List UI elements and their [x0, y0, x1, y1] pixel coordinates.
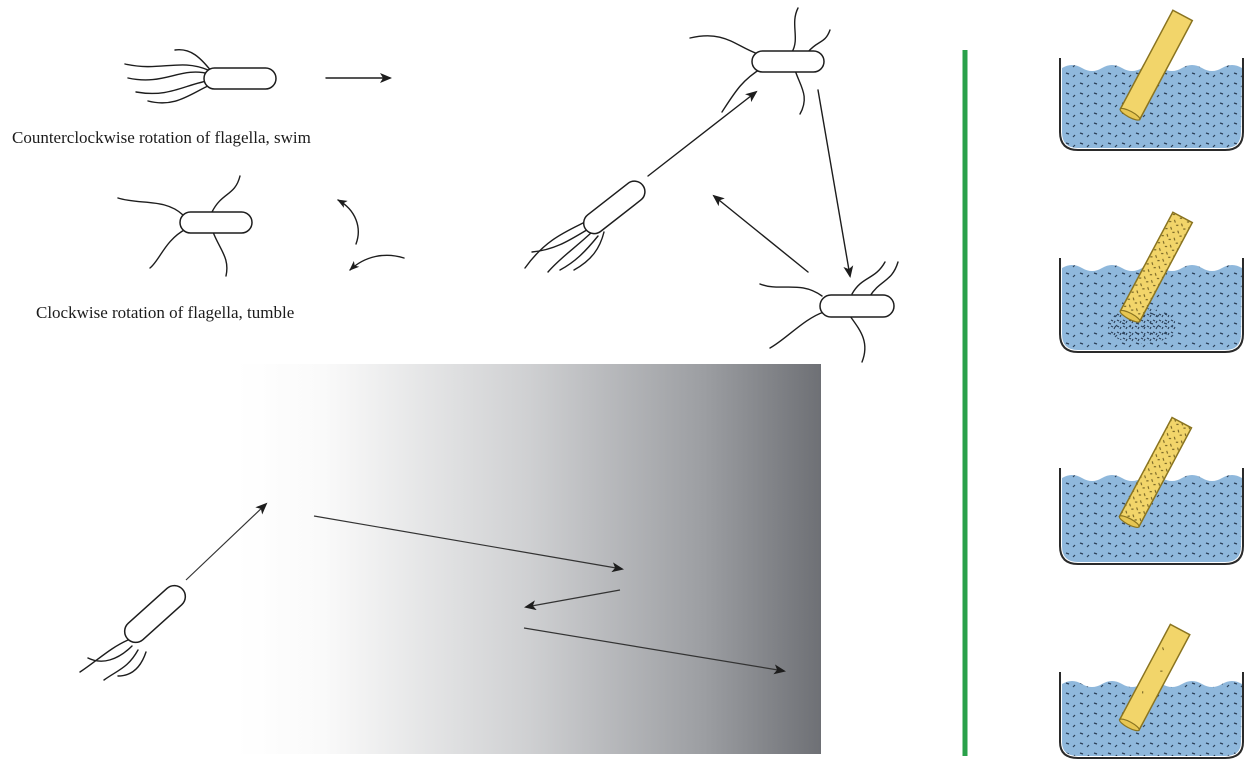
gradient-bacterium — [79, 584, 187, 681]
capillary-beaker-3 — [1059, 416, 1244, 565]
swim-bacterium — [124, 49, 277, 104]
tumble-bacterium — [117, 175, 253, 277]
run-tumble-path — [524, 7, 899, 363]
attractant-gradient-panel — [236, 364, 821, 754]
tumble-rotation-arrows — [337, 199, 405, 271]
swim-caption: Counterclockwise rotation of flagella, s… — [12, 128, 311, 147]
tumble-caption: Clockwise rotation of flagella, tumble — [36, 303, 294, 322]
capillary-beaker-2 — [1059, 211, 1244, 353]
bacterium-bottom — [759, 261, 899, 363]
bacterium-top — [689, 7, 831, 115]
biased-walk-arrows — [185, 502, 786, 675]
capillary-beaker-4 — [1059, 623, 1244, 759]
bacterium-start — [524, 180, 646, 273]
capillary-beaker-1 — [1059, 9, 1244, 151]
